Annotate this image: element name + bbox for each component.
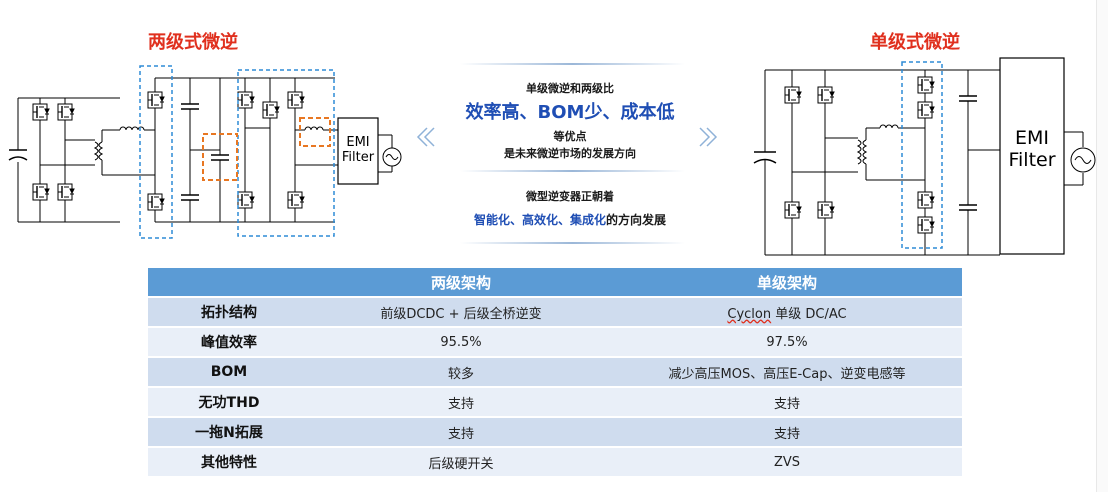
scrollbar[interactable] [1096,0,1108,492]
rectifier-highlight-box [139,65,173,239]
center-line1: 单级微逆和两级比 [526,82,614,95]
center-line4: 是未来微逆市场的发展方向 [504,147,636,160]
right-arrows-icon [699,127,718,147]
row-label: 峰值效率 [148,328,310,356]
top-divider [460,63,685,65]
header-corner [148,268,310,296]
cell-single-stage: 支持 [612,388,962,416]
center-line6: 智能化、高效化、集成化的方向发展 [473,213,667,227]
cap-highlight-box [202,133,238,181]
row-label: 其他特性 [148,448,310,476]
cyclo-highlight-box [901,61,943,249]
cell-two-stage: 前级DCDC + 后级全桥逆变 [310,298,612,326]
row-label: 拓扑结构 [148,298,310,326]
cell-two-stage: 支持 [310,418,612,446]
circuit-diagrams [8,57,1096,256]
header-two-stage: 两级架构 [310,268,612,296]
table-row: 一拖N拓展 支持 支持 [148,418,962,446]
cell-two-stage: 支持 [310,388,612,416]
table-header-row: 两级架构 单级架构 [148,268,962,296]
emi-label-right: EMI Filter [1008,127,1056,171]
two-stage-circuit [8,77,402,223]
cell-single-stage: 减少高压MOS、高压E-Cap、逆变电感等 [612,358,962,386]
single-stage-circuit [753,57,1096,256]
bottom-divider [460,242,685,244]
cell-single-stage: ZVS [612,448,962,476]
center-line2: 效率高、BOM少、成本低 [465,102,675,123]
table-row: 峰值效率 95.5% 97.5% [148,328,962,356]
emi-label-left: EMI Filter [341,135,375,165]
table-row: 无功THD 支持 支持 [148,388,962,416]
table-row: 拓扑结构 前级DCDC + 后级全桥逆变 Cyclon 单级 DC/AC [148,298,962,326]
row-label: 一拖N拓展 [148,418,310,446]
center-line3: 等优点 [553,130,587,143]
right-title: 单级式微逆 [870,32,960,53]
row-label: 无功THD [148,388,310,416]
table-row: BOM 较多 减少高压MOS、高压E-Cap、逆变电感等 [148,358,962,386]
cell-two-stage: 较多 [310,358,612,386]
cell-single-stage: Cyclon 单级 DC/AC [612,298,962,326]
cell-two-stage: 95.5% [310,328,612,356]
left-title: 两级式微逆 [148,32,238,53]
table-row: 其他特性 后级硬开关 ZVS [148,448,962,476]
cell-two-stage: 后级硬开关 [310,448,612,476]
header-single-stage: 单级架构 [612,268,962,296]
mid-divider [460,170,685,172]
inductor-highlight-box [299,117,331,147]
row-label: BOM [148,358,310,386]
cell-single-stage: 支持 [612,418,962,446]
left-arrows-icon [416,127,435,147]
center-line5: 微型逆变器正朝着 [526,190,614,203]
cell-single-stage: 97.5% [612,328,962,356]
comparison-table: 两级架构 单级架构 拓扑结构 前级DCDC + 后级全桥逆变 Cyclon 单级… [148,266,962,478]
